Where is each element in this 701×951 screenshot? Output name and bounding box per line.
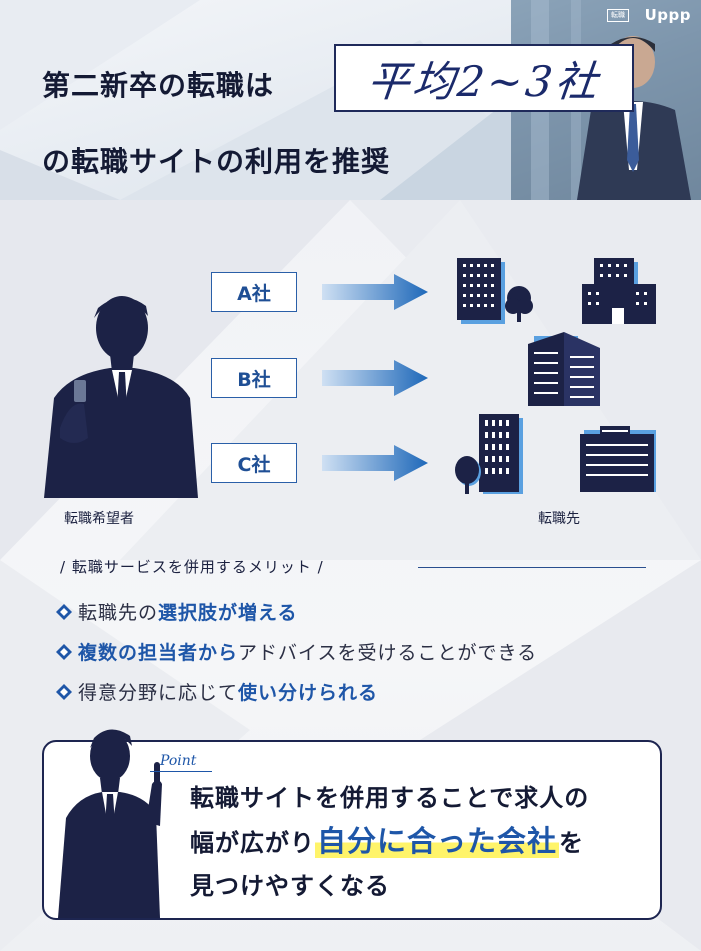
merit-item: 得意分野に応じて使い分けられる (56, 678, 378, 705)
point-text-plain: を (559, 829, 585, 857)
merits-divider (418, 567, 646, 568)
point-text-line-2: 幅が広がり自分に合った会社を (190, 818, 584, 860)
merit-text-plain: アドバイスを受けることができる (238, 642, 538, 664)
merit-text-plain: 得意分野に応じて (78, 682, 239, 704)
merit-text-emphasis: 選択肢が増える (158, 602, 298, 624)
office-building-icon (455, 414, 523, 494)
merits-section-title: / 転職サービスを併用するメリット / (60, 558, 324, 576)
seeker-caption: 転職希望者 (64, 511, 134, 527)
brand-logo: Uppp (644, 6, 691, 24)
point-label: Point (160, 753, 197, 769)
office-building-icon (582, 258, 656, 324)
arrow-right-icon (322, 274, 428, 310)
company-b-label: B社 (211, 358, 297, 398)
merits-title-text: 転職サービスを併用するメリット (71, 558, 312, 576)
businessman-pointing-silhouette (58, 729, 162, 918)
logo-badge: 転職 (607, 9, 629, 22)
diamond-bullet-icon (56, 603, 72, 620)
office-building-icon (528, 332, 600, 406)
office-building-icon (457, 258, 533, 324)
merit-item: 複数の担当者からアドバイスを受けることができる (56, 638, 537, 665)
point-text-highlight: 自分に合った会社 (315, 824, 560, 858)
header-banner: 転職 Uppp 第二新卒の転職は 平均2~3社 の転職サイトの利用を推奨 (0, 0, 701, 200)
diamond-bullet-icon (56, 683, 72, 700)
point-text-plain: 幅が広がり (190, 829, 315, 857)
destination-caption: 転職先 (538, 511, 580, 527)
merit-text-plain: 転職先の (78, 602, 159, 624)
merit-text-emphasis: 複数の担当者から (78, 642, 239, 664)
headline-line-2: の転職サイトの利用を推奨 (42, 145, 391, 178)
arrow-right-icon (322, 445, 428, 481)
headline-highlight-text: 平均2~3社 (364, 56, 603, 106)
point-text-line-1: 転職サイトを併用することで求人の (190, 784, 590, 812)
diamond-bullet-icon (56, 643, 72, 660)
job-seeker-silhouette (44, 296, 198, 498)
merit-text-emphasis: 使い分けられる (238, 682, 379, 704)
headline-line-1: 第二新卒の転職は (42, 69, 275, 102)
point-label-underline (150, 771, 212, 772)
headline-highlight-box: 平均2~3社 (334, 44, 634, 112)
office-building-icon (580, 426, 656, 492)
company-a-label: A社 (211, 272, 297, 312)
merit-item: 転職先の選択肢が増える (56, 598, 297, 625)
arrow-right-icon (322, 360, 428, 396)
point-text-line-3: 見つけやすくなる (190, 872, 390, 900)
company-c-label: C社 (211, 443, 297, 483)
